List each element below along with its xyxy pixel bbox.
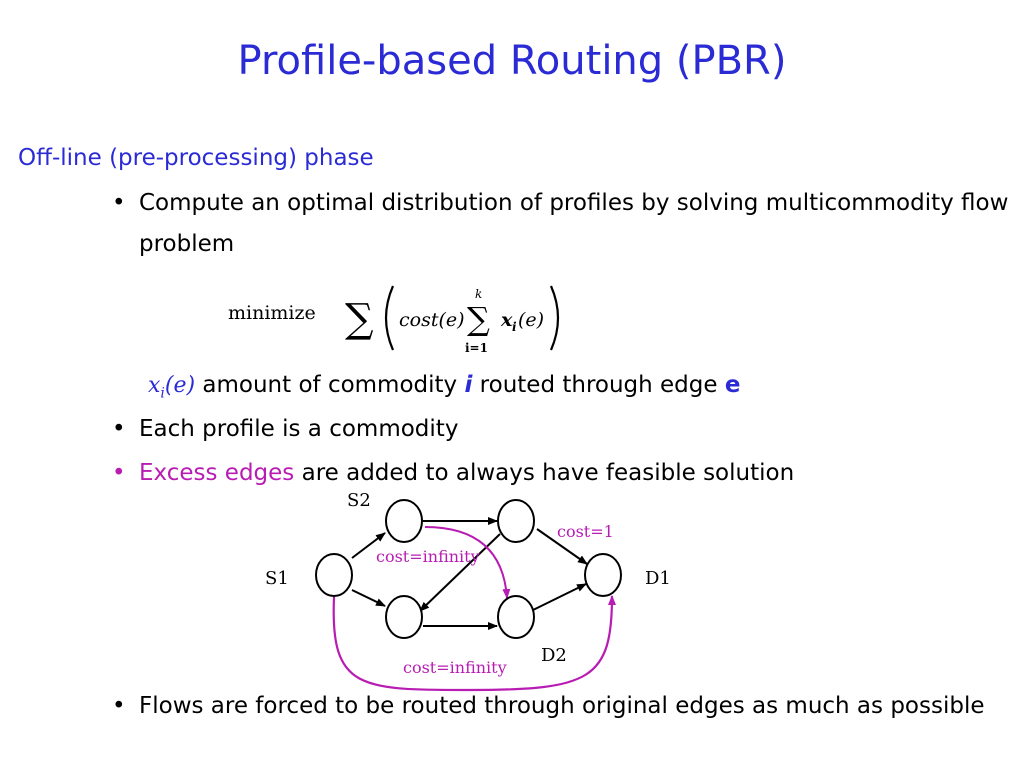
- edge-c-b: [419, 533, 501, 612]
- formula-inner-sum: ∑: [467, 300, 490, 338]
- definition-text-2: routed through edge: [472, 372, 725, 398]
- formula-math: ∑ cost(e) k ∑ i=1 x i (e): [345, 285, 560, 355]
- label-cost-1: cost=1: [557, 522, 614, 541]
- bullet-compute-text: Compute an optimal distribution of profi…: [139, 190, 1009, 257]
- label-d1: D1: [645, 568, 671, 589]
- bullet-dot: •: [112, 416, 126, 442]
- formula-left-paren: [384, 285, 395, 351]
- formula-x-arg: (e): [518, 309, 544, 331]
- bullet-dot: •: [112, 190, 126, 216]
- formula-lower-limit: i=1: [465, 341, 488, 355]
- formula-minimize: minimize: [228, 302, 316, 324]
- formula-cost: cost(e): [399, 309, 465, 331]
- label-cost-infinity-bottom: cost=infinity: [403, 658, 507, 677]
- edge-s1-b: [351, 589, 386, 607]
- bullet-commodity-text: Each profile is a commodity: [139, 416, 459, 442]
- label-s2: S2: [347, 490, 371, 511]
- definition-symbol: xi(e): [148, 373, 196, 402]
- formula-right-paren: [549, 285, 560, 351]
- excess-edge-s1-d1: [332, 595, 616, 692]
- bullet-excess-text: Excess edges are added to always have fe…: [139, 460, 795, 486]
- edge-d2-d1: [530, 583, 587, 612]
- formula-x-sub: i: [512, 320, 517, 334]
- excess-edge-a-d2: [424, 526, 511, 599]
- formula-upper-limit: k: [475, 287, 482, 301]
- bullet-dot: •: [112, 460, 126, 486]
- definition-line: xi(e) amount of commodity i routed throu…: [148, 370, 740, 408]
- node-s2: [385, 499, 423, 543]
- bullet-flows-text: Flows are forced to be routed through or…: [139, 693, 985, 719]
- node-d2: [497, 595, 535, 639]
- definition-i: i: [464, 372, 473, 398]
- bullet-dot: •: [112, 693, 126, 719]
- formula-sum: ∑: [345, 296, 374, 342]
- phase-heading: Off-line (pre-processing) phase: [18, 145, 374, 171]
- definition-text-1: amount of commodity: [195, 372, 465, 398]
- slide-title: Profile-based Routing (PBR): [237, 38, 787, 84]
- definition-e: e: [724, 372, 741, 398]
- node-mid-bottom: [385, 595, 423, 639]
- edge-c-d1: [536, 528, 588, 565]
- formula-x: x: [500, 309, 513, 331]
- label-d2: D2: [541, 645, 567, 666]
- label-s1: S1: [265, 568, 289, 589]
- node-d1: [584, 553, 622, 597]
- excess-edges-highlight: Excess edges: [139, 460, 295, 486]
- edge-s1-a: [351, 532, 386, 559]
- label-cost-infinity-top: cost=infinity: [376, 547, 480, 566]
- node-s1: [315, 553, 353, 597]
- node-mid-top: [497, 499, 535, 543]
